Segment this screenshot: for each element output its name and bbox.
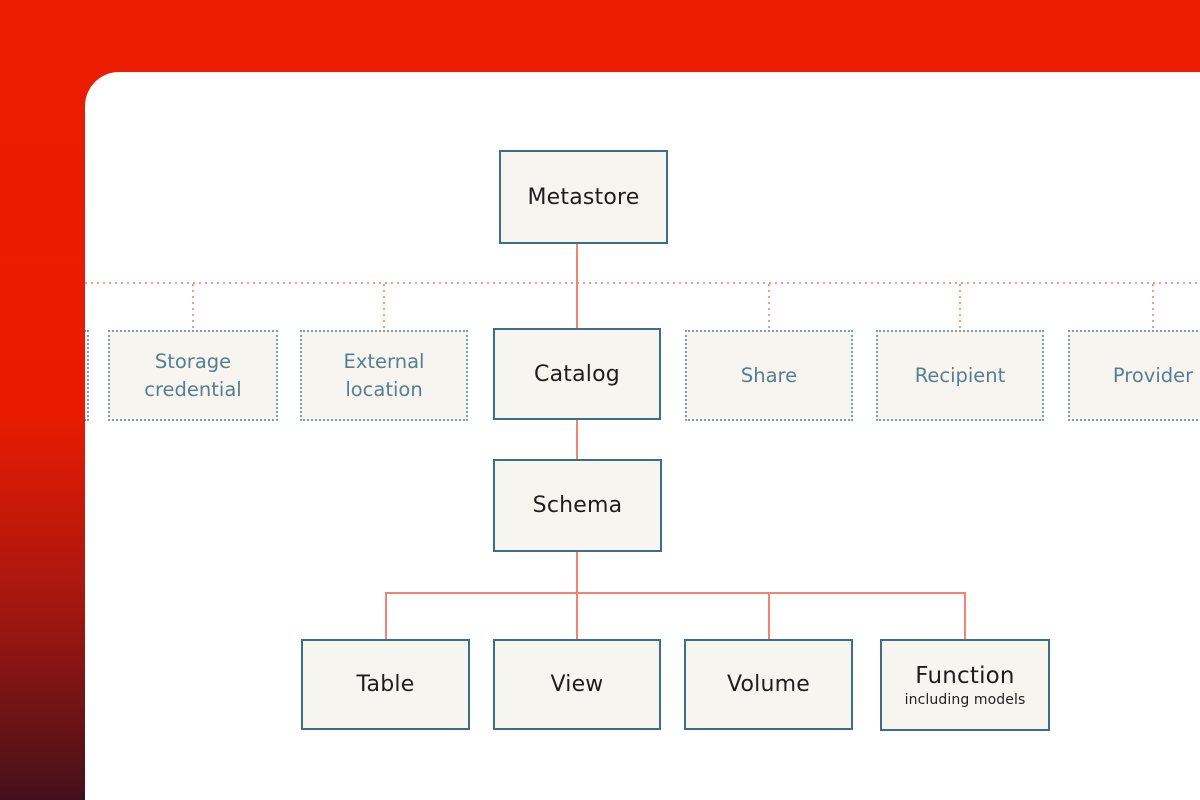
node-external-location: External location [300, 330, 468, 421]
node-catalog: Catalog [493, 328, 661, 420]
node-provider: Provider [1068, 330, 1200, 421]
connector-metastore-catalog [576, 244, 578, 328]
node-volume: Volume [684, 639, 853, 730]
dotted-connector-horizontal [85, 282, 1200, 284]
node-view-label: View [550, 672, 604, 697]
dotted-connector-share [768, 284, 770, 330]
node-clipped-left [85, 330, 89, 421]
node-function-label: Function [915, 662, 1015, 689]
connector-schema-children [576, 552, 578, 594]
node-share: Share [685, 330, 853, 421]
connector-drop-function [964, 594, 966, 639]
node-schema-label: Schema [532, 493, 623, 518]
dotted-connector-recipient [959, 284, 961, 330]
connector-drop-table [385, 594, 387, 639]
node-view: View [493, 639, 661, 730]
node-recipient-label: Recipient [914, 363, 1006, 387]
dotted-connector-provider [1152, 284, 1154, 330]
dotted-connector-external-location [383, 284, 385, 330]
node-provider-label: Provider [1112, 363, 1194, 387]
node-volume-label: Volume [726, 672, 811, 697]
node-table: Table [301, 639, 470, 730]
node-schema: Schema [493, 459, 662, 552]
node-external-location-label: External location [343, 349, 425, 401]
node-metastore: Metastore [499, 150, 668, 244]
node-metastore-label: Metastore [527, 184, 640, 210]
node-table-label: Table [356, 672, 415, 697]
node-share-label: Share [740, 363, 798, 387]
diagram-card: Metastore Catalog Schema Table View Volu… [85, 72, 1200, 800]
node-storage-credential-label: Storage credential [144, 349, 242, 401]
node-catalog-label: Catalog [534, 361, 620, 387]
connector-children-horizontal [385, 592, 966, 594]
node-recipient: Recipient [876, 330, 1044, 421]
node-storage-credential: Storage credential [108, 330, 278, 421]
connector-drop-view [576, 594, 578, 639]
dotted-connector-storage-credential [192, 284, 194, 330]
connector-drop-volume [768, 594, 770, 639]
node-function-sublabel: including models [904, 691, 1026, 708]
connector-catalog-schema [576, 420, 578, 459]
node-function: Function including models [880, 639, 1050, 731]
